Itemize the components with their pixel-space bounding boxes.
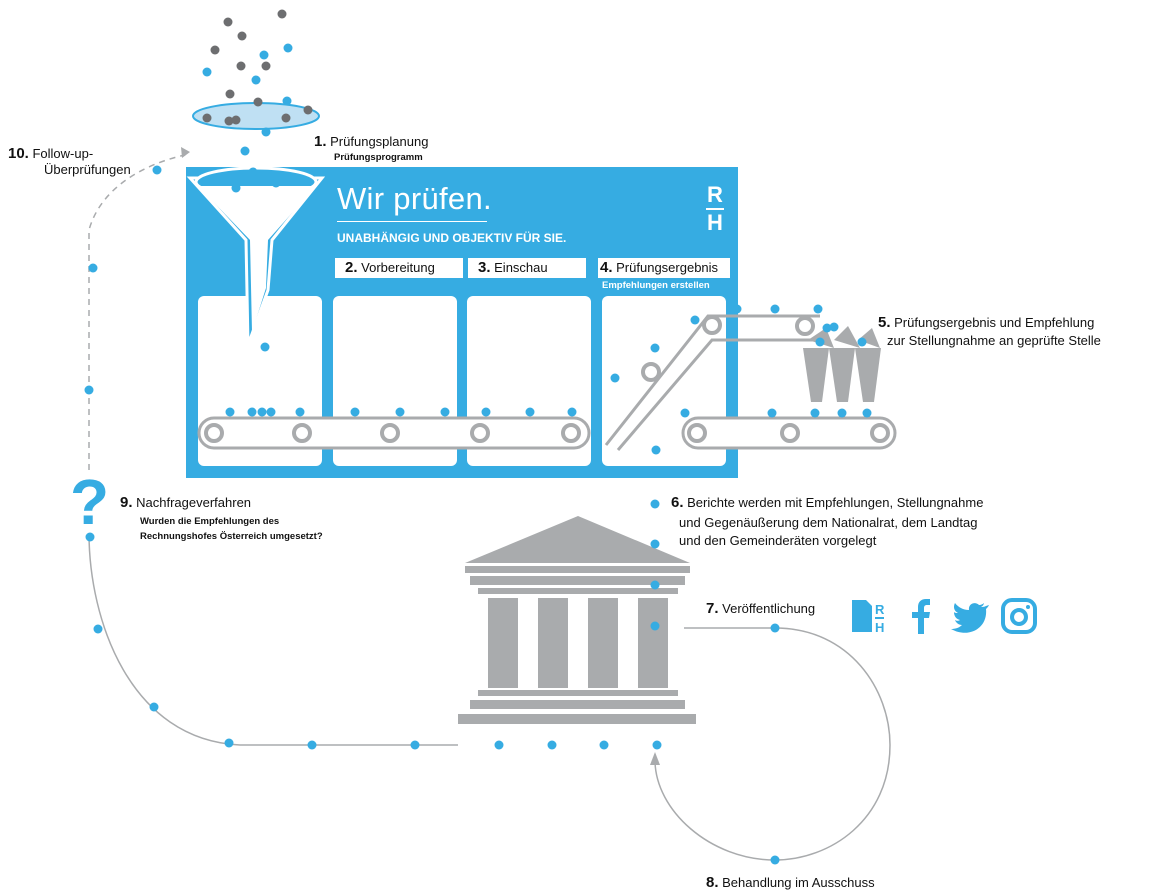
- conveyor-rollers: [204, 315, 890, 443]
- step-5-label: 5. Prüfungsergebnis und Empfehlung: [878, 314, 1095, 331]
- dark-dots: [202, 9, 313, 126]
- sieve-icon: [192, 102, 320, 130]
- social-icons: R H: [852, 598, 1037, 635]
- panel-title: Wir prüfen.: [337, 181, 492, 216]
- svg-text:H: H: [875, 620, 884, 635]
- step-8-label: 8. Behandlung im Ausschuss: [706, 874, 875, 891]
- step-7-label: 7. Veröffentlichung: [706, 600, 816, 617]
- step-10-label: 10. Follow-up-: [8, 145, 94, 162]
- rh-logo: R H: [706, 182, 724, 235]
- step-3-box: 3. Einschau: [468, 258, 586, 278]
- step-10-line2: Überprüfungen: [44, 162, 131, 177]
- flow-dots: [84, 43, 872, 865]
- step-6-line3: und den Gemeinderäten vorgelegt: [679, 533, 877, 548]
- step-2-box: 2. Vorbereitung: [335, 258, 463, 278]
- twitter-icon[interactable]: [951, 603, 989, 633]
- instagram-icon[interactable]: [1001, 598, 1037, 634]
- step-6-label: 6. Berichte werden mit Empfehlungen, Ste…: [671, 494, 984, 511]
- step-9-label: 9. Nachfrageverfahren: [120, 494, 252, 511]
- arrowhead-icon: [181, 147, 190, 158]
- step-1-label: 1. Prüfungsplanung: [314, 133, 429, 150]
- funnel-icon: [186, 166, 326, 346]
- facebook-icon[interactable]: [912, 599, 930, 634]
- step-9-subtitle-1: Wurden die Empfehlungen des: [140, 516, 280, 527]
- step-4-box: 4. Prüfungsergebnis: [598, 258, 730, 278]
- title-underline: [337, 221, 487, 222]
- question-mark-icon: ?: [70, 466, 110, 538]
- rh-document-icon[interactable]: R H: [852, 600, 885, 635]
- parliament-icon: [458, 516, 696, 724]
- svg-text:R: R: [875, 602, 885, 617]
- output-funnels: [803, 326, 881, 402]
- arrowhead-icon: [650, 752, 660, 765]
- step-4-subtitle: Empfehlungen erstellen: [602, 280, 710, 291]
- cycle-paths: [88, 154, 891, 861]
- panel-tagline: UNABHÄNGIG UND OBJEKTIV FÜR SIE.: [337, 231, 567, 245]
- step-1-subtitle: Prüfungsprogramm: [334, 152, 423, 163]
- step-5-line2: zur Stellungnahme an geprüfte Stelle: [887, 333, 1101, 348]
- step-6-line2: und Gegenäußerung dem Nationalrat, dem L…: [679, 515, 978, 530]
- step-9-subtitle-2: Rechnungshofes Österreich umgesetzt?: [140, 531, 323, 542]
